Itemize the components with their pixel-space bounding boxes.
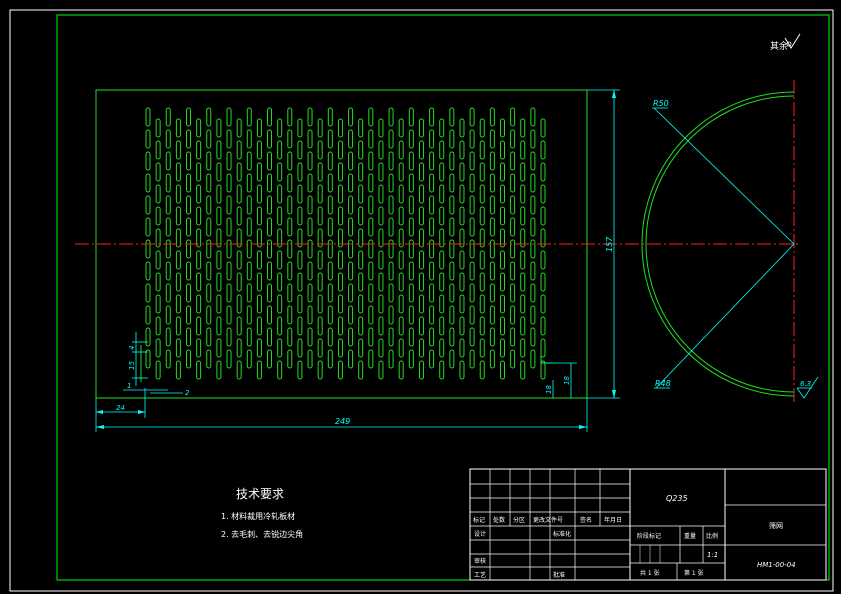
- tb-part-name: 筛网: [769, 521, 783, 530]
- dim-bottom-h1-label: 18: [563, 376, 571, 385]
- tb-header-zone: 分区: [513, 516, 525, 524]
- surface-mark-text: 其余: [770, 40, 788, 52]
- tb-header-count: 处数: [493, 516, 505, 524]
- tech-requirement-item-1: 1. 材料裁用冷轧板材: [221, 511, 295, 521]
- title-block-frame: [469, 468, 827, 581]
- radius-leader-outer: [653, 107, 795, 245]
- dim-pitch-v1-label: 4: [128, 346, 136, 350]
- dim-bottom-h2-label: 18: [545, 385, 553, 394]
- tb-scale-value: 1:1: [707, 551, 718, 559]
- tb-header-mark: 标记: [473, 516, 485, 524]
- tb-header-change-doc: 更改文件号: [533, 516, 563, 524]
- arc-outer: [641, 91, 795, 397]
- tb-review: 审核: [474, 557, 486, 565]
- roughness-value: 6.3: [800, 380, 811, 388]
- dim-pitch-v2-label: 15: [128, 361, 136, 370]
- title-block: 标记 处数 分区 更改文件号 签名 年月日 设计 标准化 审核 工艺 批准 阶段…: [469, 468, 827, 581]
- outer-radius-label: R50: [653, 99, 669, 108]
- tb-sheets-total: 共 1 张: [640, 569, 660, 577]
- tb-scale-label: 比例: [706, 532, 718, 540]
- tb-header-date: 年月日: [604, 516, 622, 524]
- arc-inner: [645, 95, 795, 393]
- slot-pattern: [140, 107, 553, 382]
- dim-slot-width-label: 2: [185, 389, 190, 397]
- tb-stage-mark: 阶段标记: [637, 532, 661, 540]
- inner-radius-label: R48: [655, 379, 671, 388]
- tech-requirement-item-2: 2. 去毛刺、去锐边尖角: [221, 529, 303, 539]
- dim-slot-gap-label: 1: [127, 382, 131, 390]
- tech-requirements-title: 技术要求: [236, 487, 284, 501]
- arc-roughness-symbol-icon: [796, 376, 819, 399]
- tb-material: Q235: [666, 494, 688, 503]
- roughness-circle-icon: [786, 41, 792, 47]
- tb-drawing-no: HM1-00-04: [757, 561, 796, 569]
- tb-approve: 批准: [553, 571, 565, 579]
- tb-weight: 重量: [684, 532, 696, 540]
- sheet-frame: [9, 9, 834, 592]
- tb-process: 工艺: [474, 571, 486, 579]
- roughness-symbol-icon: [784, 33, 801, 49]
- dim-height-label: 157: [605, 236, 614, 252]
- tb-designer: 设计: [474, 530, 486, 538]
- tb-header-signature: 签名: [580, 516, 592, 524]
- tb-standardize: 标准化: [553, 530, 571, 538]
- tb-sheet-no: 第 1 张: [684, 569, 704, 577]
- radius-leader-inner: [655, 243, 795, 389]
- slot-holes: [145, 107, 546, 380]
- dim-total-width-label: 249: [335, 417, 350, 426]
- drawing-border: [56, 14, 830, 581]
- dim-left-offset-label: 24: [116, 404, 125, 412]
